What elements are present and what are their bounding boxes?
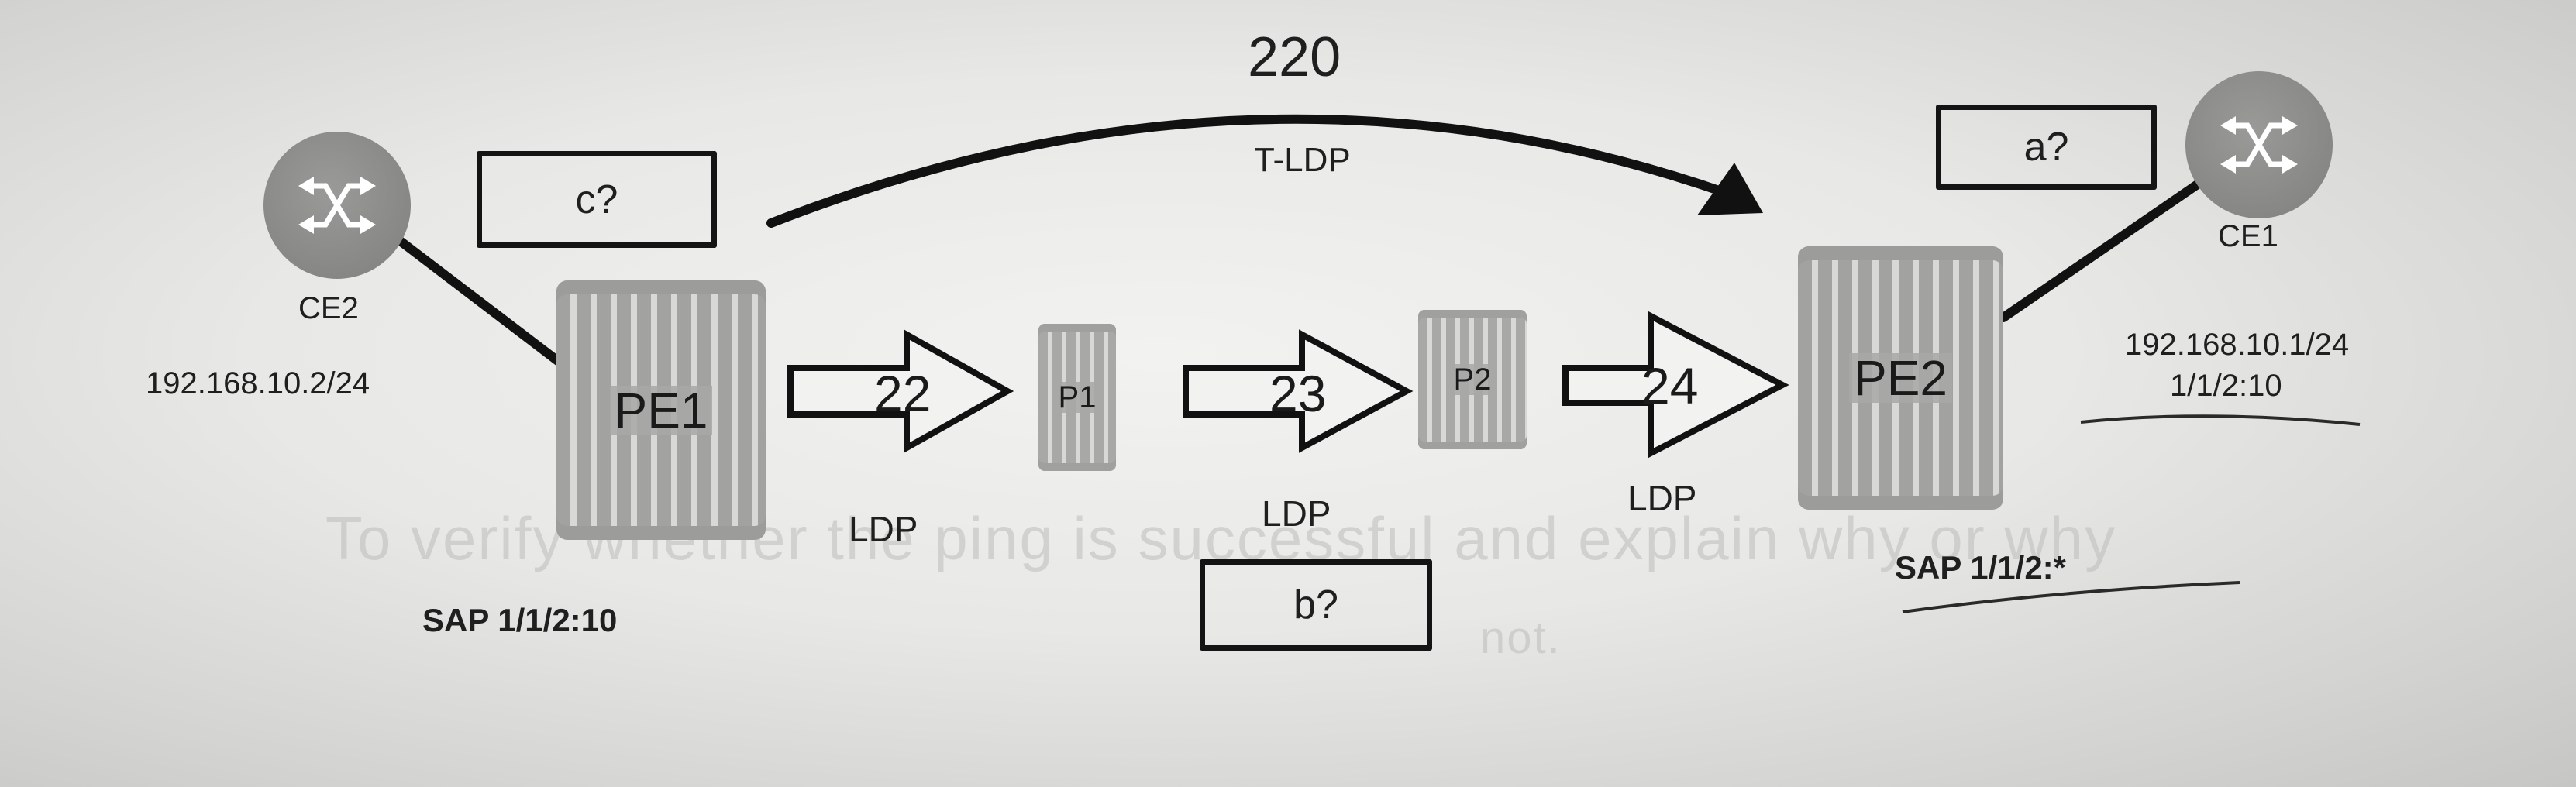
p2-label: P2 [1448,364,1496,395]
ce1-ip: 192.168.10.1/24 [2125,328,2350,362]
ce2-name: CE2 [298,291,359,325]
pe2-router: PE2 [1798,246,2003,510]
question-box-b: b? [1200,559,1432,651]
ldp-label-3: LDP [1627,478,1697,518]
lsp-label-1: 22 [874,365,932,422]
tldp-tunnel-arrow [766,114,1733,228]
ce1-sap-underline [2080,414,2361,426]
lsp-label-2: 23 [1269,365,1327,422]
p1-label: P1 [1053,382,1101,413]
pe2-sap-underline [1902,581,2240,613]
p2-router: P2 [1418,310,1527,449]
pe1-label: PE1 [609,385,713,435]
pe2-sap-label: SAP 1/1/2:* [1895,549,2067,586]
pe2-label: PE2 [1849,353,1952,403]
background-text-line2: not. [1480,613,1562,663]
lsp-label-3: 24 [1641,357,1699,414]
tldp-label-220: 220 [1248,26,1341,88]
ce2-ip: 192.168.10.2/24 [146,366,370,400]
lsp-arrow-3 [1562,311,1789,459]
ce2-pe1-link [394,235,567,369]
tldp-arrowhead [1697,163,1763,215]
p1-router: P1 [1038,324,1116,471]
pe1-sap-label: SAP 1/1/2:10 [422,602,618,638]
ldp-label-2: LDP [1262,493,1331,534]
ce2-switch-icon [263,132,411,279]
lsp-arrow-1 [787,329,1014,453]
tldp-label: T-LDP [1254,141,1351,179]
lsp-arrow-2 [1183,329,1414,453]
pe2-ce1-link [1999,177,2206,322]
question-box-a: a? [1936,105,2157,190]
ce1-sap: 1/1/2:10 [2170,369,2282,403]
question-box-c: c? [477,151,717,248]
pe1-router: PE1 [556,280,766,540]
ldp-label-1: LDP [849,509,918,549]
ce1-switch-icon [2185,71,2333,218]
ce1-name: CE1 [2218,219,2278,253]
